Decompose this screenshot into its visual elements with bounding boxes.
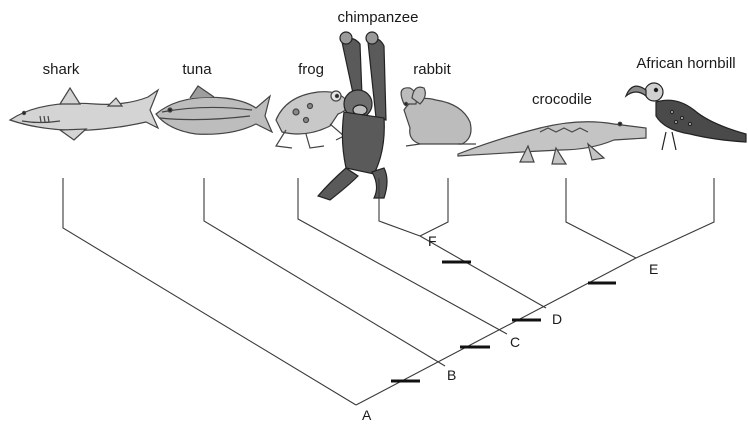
taxon-label-shark: shark <box>43 61 80 78</box>
tuna-illustration <box>156 86 272 134</box>
node-label-d: D <box>552 311 562 327</box>
taxon-label-tuna: tuna <box>182 61 212 78</box>
frog-illustration <box>276 91 347 148</box>
node-label-a: A <box>362 407 372 423</box>
branch-crocodile <box>566 178 636 258</box>
node-label-c: C <box>510 334 520 350</box>
rabbit-illustration <box>401 87 476 146</box>
tree-branches <box>63 178 714 405</box>
node-label-e: E <box>649 261 658 277</box>
branch-rabbit <box>420 178 448 236</box>
branch-f-to-d <box>420 236 546 308</box>
taxon-label-chimpanzee: chimpanzee <box>338 9 419 26</box>
taxon-label-african-hornbill: African hornbill <box>636 55 735 72</box>
taxon-label-crocodile: crocodile <box>532 91 592 108</box>
branch-african-hornbill <box>636 178 714 258</box>
hornbill-illustration <box>626 83 746 150</box>
taxon-label-frog: frog <box>298 61 324 78</box>
node-label-b: B <box>447 367 456 383</box>
branch-tuna <box>204 178 445 366</box>
taxon-label-rabbit: rabbit <box>413 61 451 78</box>
branch-shark <box>63 178 356 405</box>
branch-frog <box>298 178 507 334</box>
node-label-f: F <box>428 233 437 249</box>
crocodile-illustration <box>458 122 646 164</box>
trait-markers <box>391 262 616 381</box>
shark-illustration <box>10 88 158 140</box>
